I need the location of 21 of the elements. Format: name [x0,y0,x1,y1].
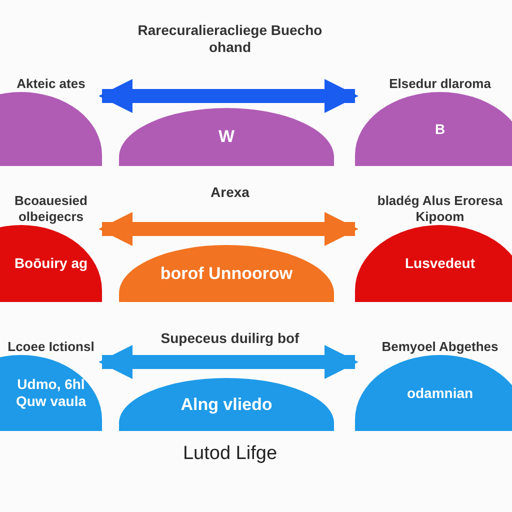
double-arrow [98,345,358,379]
dome-label: Udmo, 6hl Quw vaula [14,376,88,410]
heading-text: Akteic ates [16,76,86,92]
dome-label: odamnian [406,384,474,402]
heading-text: Bemyoel Abgethes [380,339,500,355]
footer-label: Lutod Lifge [182,442,278,466]
heading-text: bladég Alus Eroresa Kipoom [376,193,504,225]
double-arrow [98,212,358,246]
heading-text: Bcoauesied olbeigecrs [14,193,88,225]
edge-label: Arexa [210,184,250,201]
dome-label: B [434,120,446,138]
heading-text: Elsedur dlaroma [388,76,492,92]
edge-label: Rarecuralieracliege Buecho ohand [136,22,324,56]
dome-label: Boōuiry ag [13,255,89,272]
heading-text: Lcoee Ictionsl [6,339,96,355]
edge-label: Supeceus duilirg bof [160,330,300,347]
dome-label: borof Unnoorow [159,264,294,284]
dome-label: W [217,127,236,147]
double-arrow [98,79,358,113]
dome-label: Lusvedeut [404,255,476,272]
dome-label: Alng vliedo [180,394,274,414]
